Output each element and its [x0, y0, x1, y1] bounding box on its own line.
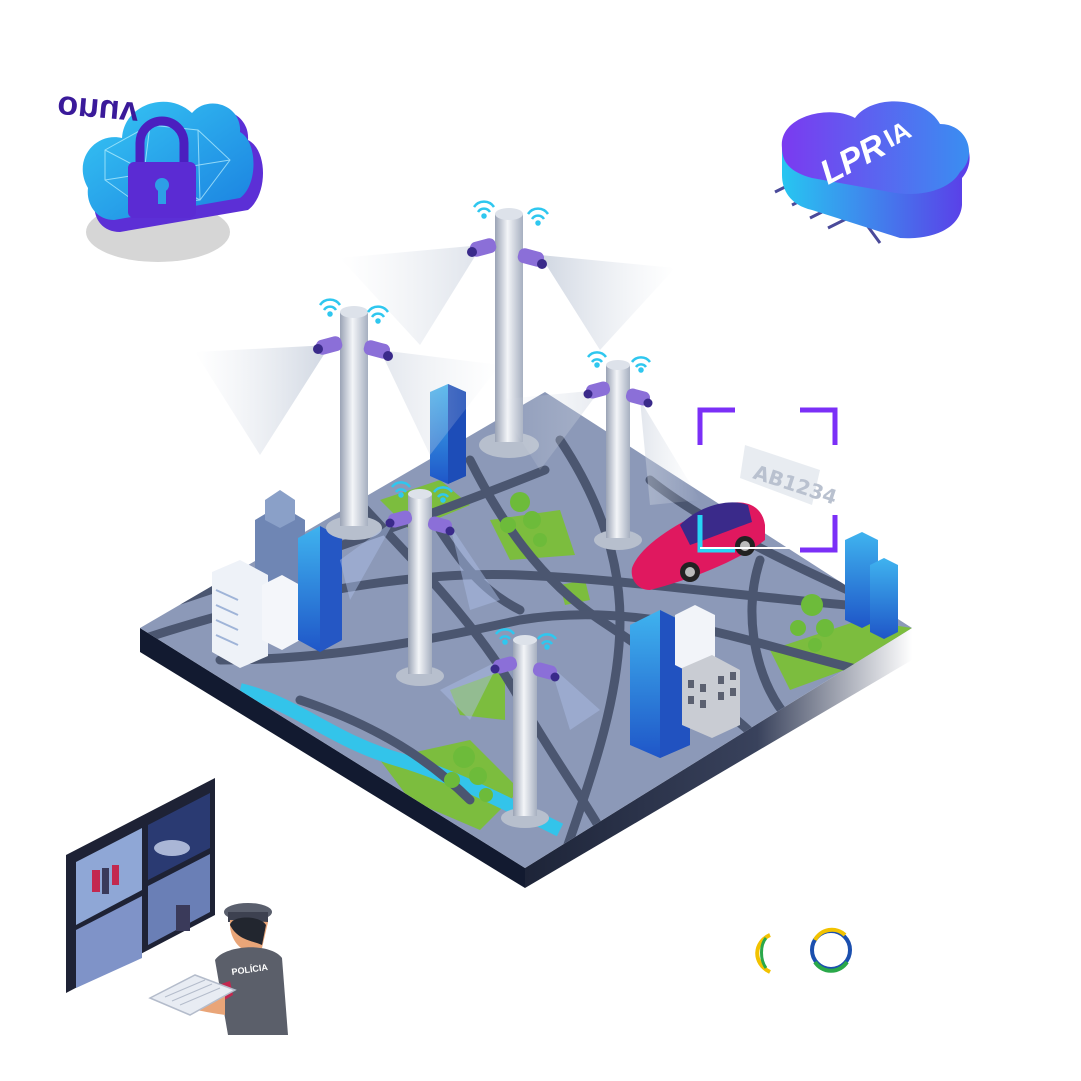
camera-pole-2: [340, 200, 675, 458]
building-cluster-left: [212, 490, 342, 668]
camera-pole-3: [495, 351, 700, 550]
camera-pole-1: [195, 298, 500, 540]
police-officer: POLÍCIA: [148, 903, 288, 1035]
security-cloud: onuv: [56, 88, 263, 262]
camera-pole-5: [440, 628, 600, 828]
tree-group-3: [444, 746, 493, 802]
camera-pole-4: [340, 481, 500, 686]
ia-lpr-cloud: IA LPR: [774, 101, 970, 244]
cctv-camera-icon: [313, 336, 393, 361]
wifi-icon: [318, 298, 390, 324]
cctv-camera-icon: [385, 510, 455, 536]
tree-group-1: [500, 492, 547, 547]
tree-group-2: [790, 594, 834, 652]
wifi-icon: [586, 351, 652, 373]
building-cluster-right: [630, 532, 898, 758]
cctv-camera-icon: [583, 381, 653, 408]
brand-logo: [755, 927, 852, 974]
wifi-icon: [494, 628, 558, 650]
surveillance-monitor: [66, 778, 215, 993]
wifi-icon: [472, 200, 550, 226]
cloud-left-text: onuv: [56, 88, 140, 133]
cctv-camera-icon: [490, 656, 560, 682]
trees: [444, 492, 834, 802]
wifi-icon: [390, 481, 454, 503]
cctv-camera-icon: [467, 238, 547, 269]
lock-icon: [128, 116, 196, 218]
